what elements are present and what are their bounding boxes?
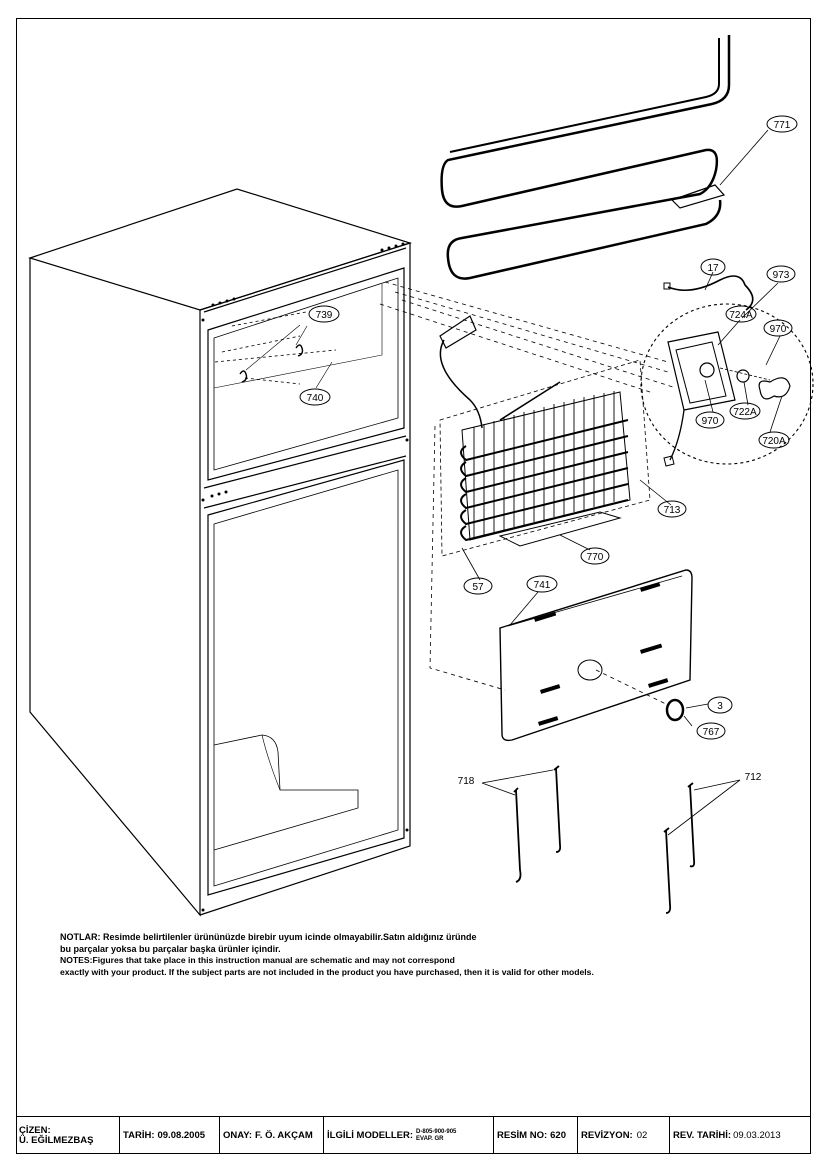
date-cell: TARİH: 09.08.2005 [120,1117,220,1154]
notes-en-line-2: exactly with your product. If the subjec… [60,966,594,977]
callout-720a: 720A [762,436,786,447]
models-value-1: D-805-900-905 [416,1128,457,1135]
revision-label: REVİZYON: [581,1130,633,1141]
approval-label: ONAY: [223,1130,253,1141]
evaporator-cover-741 [499,569,693,742]
drawing-no-cell: RESİM NO: 620 [494,1117,578,1154]
defrost-heater-771 [440,35,731,280]
title-block: ÇİZEN: Ü. EĞİLMEZBAŞ TARİH: 09.08.2005 O… [16,1116,811,1154]
drawn-by-label: ÇİZEN: [19,1124,51,1136]
drawing-sheet-border [16,18,811,1154]
callout-57: 57 [472,582,484,593]
rev-date-label: REV. TARİHİ: [673,1130,732,1141]
callout-712: 712 [745,772,762,783]
callout-3: 3 [717,701,723,712]
callout-713: 713 [664,505,681,516]
callout-722a: 722A [733,407,757,418]
models-cell: İLGİLİ MODELLER: D-805-900-905 EVAP. GR [324,1117,494,1154]
callout-724a: 724A [729,310,753,321]
notes-tr-line-2: bu parçalar yoksa bu parçalar başka ürün… [60,943,281,954]
evaporator-57 [439,315,651,557]
approval-value: F. Ö. AKÇAM [255,1130,313,1141]
leader-lines [461,129,783,836]
callout-771: 771 [774,120,791,131]
models-values: D-805-900-905 EVAP. GR [416,1129,456,1143]
callout-ovals [299,115,798,740]
drawing-no-value: 620 [550,1130,566,1141]
approval-cell: ONAY: F. Ö. AKÇAM [220,1117,324,1154]
rev-date-cell: REV. TARİHİ: 09.03.2013 [670,1117,811,1154]
drawn-by-cell: ÇİZEN: Ü. EĞİLMEZBAŞ [16,1117,120,1154]
shelf-supports-718-712 [513,765,696,914]
notes-block: NOTLAR: Resimde belirtilenler ürününüzde… [60,932,800,978]
callout-718: 718 [458,776,475,787]
revision-cell: REVİZYON: 02 [578,1117,670,1154]
callout-741: 741 [534,580,551,591]
notes-tr-line-1: NOTLAR: Resimde belirtilenler ürününüzde… [60,932,477,942]
drawing-no-label: RESİM NO: [497,1130,548,1141]
rev-date-value: 09.03.2013 [733,1130,781,1141]
callout-739: 739 [316,310,333,321]
refrigerator-cabinet [28,188,412,917]
callout-970-upper: 970 [770,324,787,335]
callout-17: 17 [707,263,719,274]
callout-973: 973 [773,270,790,281]
drawn-by-value: Ü. EĞİLMEZBAŞ [19,1134,94,1146]
callout-970-lower: 970 [702,416,719,427]
models-value-2: EVAP. GR [416,1135,444,1142]
date-value: 09.08.2005 [157,1130,206,1141]
date-label: TARİH: [123,1130,155,1141]
notes-en-line-1: NOTES:Figures that take place in this in… [60,955,455,965]
callout-770: 770 [587,552,604,563]
fan-assembly-973 [640,275,814,467]
revision-value: 02 [636,1130,648,1141]
projection-lines [379,281,677,706]
callout-740: 740 [307,393,324,404]
callout-767: 767 [703,727,720,738]
models-label: İLGİLİ MODELLER: [327,1130,414,1141]
